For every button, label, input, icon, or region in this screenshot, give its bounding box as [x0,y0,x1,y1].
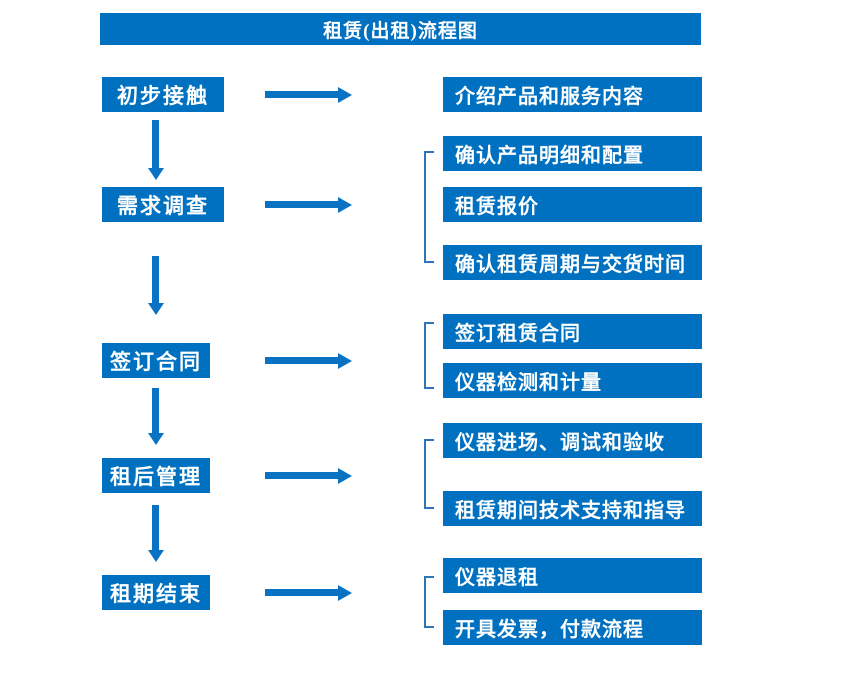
step-box-initial-contact: 初步接触 [102,77,224,112]
arrow-stem [265,91,339,98]
bracket-group-rental-end [424,576,434,628]
arrow-stem [152,505,159,550]
arrow-head [148,168,164,180]
arrow-head [338,87,352,103]
step-box-post-rental-management: 租后管理 [102,458,210,493]
arrow-right-icon-3 [265,353,352,369]
flowchart-title: 租赁(出租)流程图 [100,13,701,45]
output-box-sign-rental-contract: 签订租赁合同 [443,314,702,349]
arrow-down-icon-3 [148,388,164,445]
arrow-head [338,585,352,601]
arrow-stem [152,256,159,303]
bracket-group-post-rental [424,439,434,509]
output-box-confirm-rental-period: 确认租赁周期与交货时间 [443,245,702,280]
arrow-down-icon-4 [148,505,164,562]
arrow-down-icon-2 [148,256,164,315]
arrow-right-icon-4 [265,468,352,484]
arrow-down-icon-1 [148,120,164,180]
arrow-stem [265,589,339,596]
output-box-technical-support: 租赁期间技术支持和指导 [443,491,702,526]
output-box-instrument-return: 仪器退租 [443,558,702,593]
step-box-demand-survey: 需求调查 [102,187,224,222]
arrow-right-icon-1 [265,87,352,103]
arrow-right-icon-2 [265,197,352,213]
arrow-stem [152,120,159,168]
bracket-group-sign-contract [424,322,434,389]
output-box-invoice-payment: 开具发票，付款流程 [443,610,702,645]
output-box-confirm-product-details: 确认产品明细和配置 [443,136,702,171]
step-box-sign-contract: 签订合同 [102,343,210,378]
step-box-rental-end: 租期结束 [102,575,210,610]
arrow-head [148,433,164,445]
arrow-head [148,303,164,315]
bracket-group-demand-survey [424,151,434,263]
output-box-instrument-inspection: 仪器检测和计量 [443,363,702,398]
arrow-head [148,550,164,562]
arrow-stem [152,388,159,433]
arrow-stem [265,472,339,479]
output-box-introduce-products: 介绍产品和服务内容 [443,77,702,112]
arrow-head [338,353,352,369]
arrow-head [338,197,352,213]
arrow-stem [265,201,339,208]
arrow-right-icon-5 [265,585,352,601]
output-box-rental-quote: 租赁报价 [443,187,702,222]
arrow-stem [265,357,339,364]
output-box-instrument-entry-acceptance: 仪器进场、调试和验收 [443,423,702,458]
arrow-head [338,468,352,484]
